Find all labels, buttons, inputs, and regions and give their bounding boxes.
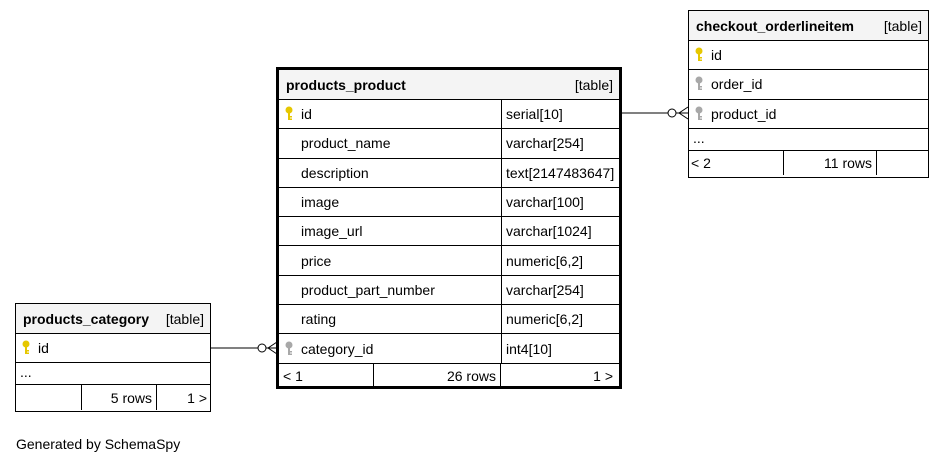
column-row[interactable]: id [16,334,210,364]
more-columns: ... [16,363,210,386]
column-row[interactable]: image_url varchar[1024] [279,217,619,247]
children-count [877,151,926,175]
column-type: varchar[254] [501,129,619,158]
primary-key-icon [279,106,299,122]
table-footer: < 2 11 rows [689,150,928,175]
row-count: 11 rows [784,150,877,175]
foreign-key-icon [279,341,299,357]
row-count: 26 rows [446,367,496,384]
column-row[interactable]: description text[2147483647] [279,158,619,188]
column-name: image_url [301,223,363,240]
children-count[interactable]: 1 > [187,389,207,406]
column-name: image [301,194,340,211]
parents-count [16,385,82,411]
row-count: 5 rows [82,385,157,411]
column-name: category_id [301,340,374,357]
relation-product-orderlineitem [622,106,689,120]
column-name: description [301,164,369,181]
column-name: order_id [711,76,763,93]
column-row[interactable]: product_name varchar[254] [279,129,619,159]
parents-count[interactable]: < 2 [689,150,784,175]
column-name: product_part_number [301,281,435,298]
table-products-category[interactable]: products_category [table] id ... 5 rows … [15,303,211,412]
table-kind: [table] [574,76,613,93]
column-row[interactable]: rating numeric[6,2] [279,305,619,335]
column-row[interactable]: product_id [689,100,928,129]
column-type: serial[10] [501,100,619,129]
column-name: product_id [711,105,777,122]
table-footer: 5 rows 1 > [16,385,210,411]
column-row[interactable]: order_id [689,70,928,100]
table-footer: < 1 26 rows 1 > [279,363,619,388]
column-type: int4[10] [501,334,619,363]
column-row[interactable]: image varchar[100] [279,187,619,218]
column-row[interactable]: id serial[10] [279,100,619,130]
table-name: checkout_orderlineitem [696,17,854,34]
table-name: products_product [286,76,406,93]
table-kind: [table] [165,310,204,327]
generator-caption: Generated by SchemaSpy [16,436,181,452]
column-type: numeric[6,2] [501,305,619,334]
table-kind: [table] [883,17,922,34]
column-name: id [301,106,312,123]
column-type: numeric[6,2] [501,246,619,275]
relation-category-product [211,341,278,355]
table-checkout-orderlineitem[interactable]: checkout_orderlineitem [table] id order_i… [688,10,929,178]
primary-key-icon [16,340,36,356]
column-type: varchar[100] [501,187,619,217]
column-row[interactable]: product_part_number varchar[254] [279,275,619,306]
more-columns: ... [689,129,928,151]
table-header: products_product [table] [279,70,619,100]
column-name: id [38,340,49,357]
column-type: text[2147483647] [501,158,619,187]
table-name: products_category [23,310,150,327]
foreign-key-icon [689,76,709,92]
table-header: checkout_orderlineitem [table] [689,11,928,41]
column-name: product_name [301,135,391,152]
column-name: id [711,47,722,64]
column-row[interactable]: id [689,41,928,71]
column-row[interactable]: category_id int4[10] [279,334,619,364]
column-row[interactable]: price numeric[6,2] [279,246,619,276]
column-name: price [301,252,332,269]
foreign-key-icon [689,106,709,122]
column-type: varchar[1024] [501,217,619,246]
primary-key-icon [689,47,709,63]
column-type: varchar[254] [501,275,619,305]
column-name: rating [301,311,337,328]
table-header: products_category [table] [16,304,210,334]
children-count[interactable]: 1 > [500,363,619,388]
parents-count[interactable]: < 1 [279,363,374,388]
